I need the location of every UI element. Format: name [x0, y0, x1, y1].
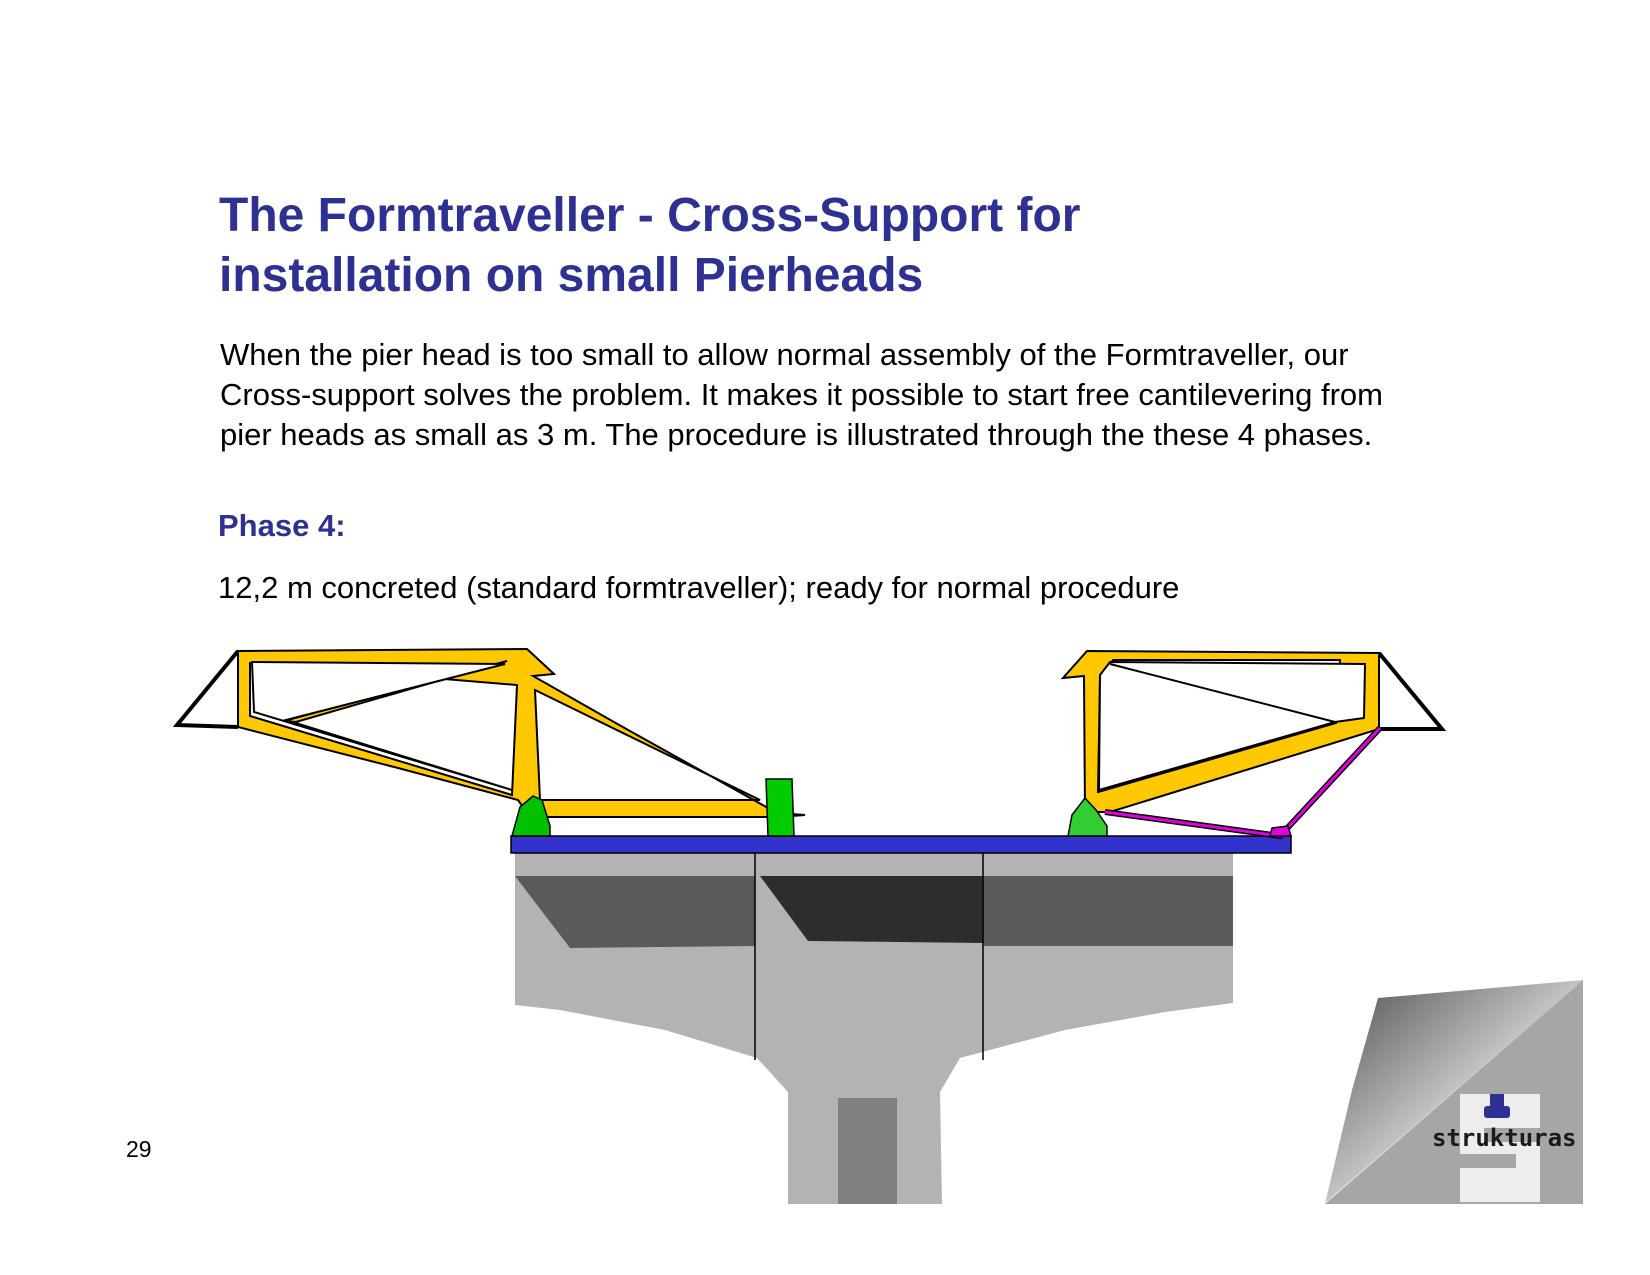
intro-line-1: When the pier head is too small to allow…: [220, 337, 1349, 372]
page-number: 29: [126, 1136, 152, 1162]
truss-left-frame: [237, 647, 806, 818]
truss-left-outrigger-black: [172, 649, 240, 729]
strukturas-logo: strukturas: [1324, 980, 1583, 1204]
slide-title-line-2: installation on small Pierheads: [219, 249, 924, 302]
support-center-green: [765, 778, 795, 837]
logo-s-mark: [1460, 1094, 1540, 1202]
cross-support: [1104, 725, 1383, 840]
phase-description: 12,2 m concreted (standard formtraveller…: [218, 570, 1180, 605]
truss-right-diagonal: [1109, 663, 1336, 723]
intro-paragraph: When the pier head is too small to allow…: [220, 335, 1540, 455]
segment-band-right: [983, 876, 1233, 946]
segment-band-center: [760, 876, 983, 943]
deck-rail: [510, 835, 1292, 854]
truss-left-inner-brace: [250, 660, 513, 791]
support-left-green: [511, 795, 551, 837]
logo-blue-square-top: [1490, 1094, 1504, 1106]
truss-right-inner-brace: [1097, 660, 1367, 792]
pier-shaft-dark-core: [838, 1098, 897, 1204]
cross-support-plate: [1269, 825, 1293, 837]
phase-heading: Phase 4:: [218, 508, 346, 543]
logo-wordmark: strukturas: [1432, 1124, 1577, 1152]
segment-band-left: [515, 876, 755, 948]
intro-line-2: Cross-support solves the problem. It mak…: [220, 377, 1383, 412]
pier: [515, 850, 1233, 1204]
logo-page-curl: [1324, 980, 1583, 1204]
slide-title: The Formtraveller - Cross-Support for in…: [219, 186, 1419, 306]
truss-left: [172, 647, 806, 818]
slide-title-line-1: The Formtraveller - Cross-Support for: [219, 189, 1081, 242]
truss-right-outrigger-black: [1377, 651, 1447, 731]
support-right-green: [1067, 796, 1108, 837]
truss-right: [1060, 649, 1447, 813]
intro-line-3: pier heads as small as 3 m. The procedur…: [220, 417, 1373, 452]
logo-blue-square-bottom: [1484, 1106, 1510, 1118]
